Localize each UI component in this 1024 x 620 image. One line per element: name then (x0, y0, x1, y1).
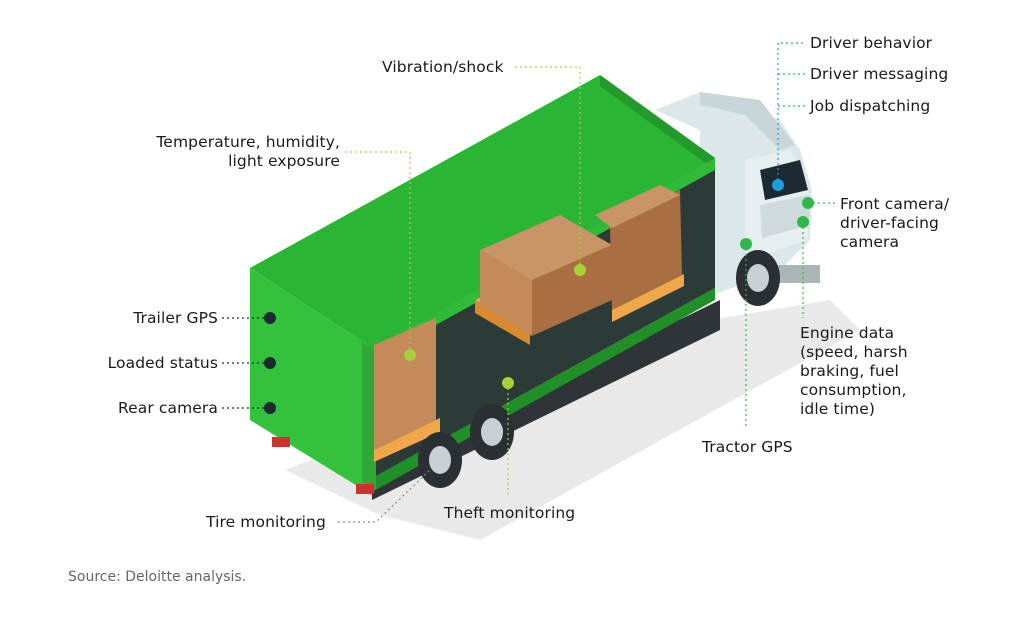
marker-tractor-gps (740, 238, 752, 250)
label-engine-line1: Engine data (800, 324, 895, 342)
rear-light-right (356, 484, 374, 494)
marker-front-camera (802, 197, 814, 209)
tractor-cab (655, 92, 820, 306)
marker-loaded-status (264, 357, 276, 369)
label-vibration-shock: Vibration/shock (382, 58, 504, 76)
cargo-boxes-middle (475, 215, 615, 345)
label-rear-camera: Rear camera (117, 399, 218, 417)
line-driver-behavior (777, 42, 806, 185)
source-note: Source: Deloitte analysis. (68, 569, 247, 585)
label-loaded-status: Loaded status (107, 354, 218, 372)
label-driver-messaging: Driver messaging (810, 65, 949, 83)
trailer-wheels (418, 404, 514, 488)
label-temperature-line2: light exposure (228, 152, 340, 170)
rear-light-left (272, 437, 290, 447)
marker-trailer-gps (264, 312, 276, 324)
label-temperature: Temperature, humidity, light exposure (130, 133, 340, 171)
label-temperature-line1: Temperature, humidity, (156, 133, 340, 151)
label-engine-data: Engine data (speed, harsh braking, fuel … (800, 324, 908, 419)
trailer-roof (250, 75, 715, 348)
line-vibration (515, 66, 581, 270)
label-job-dispatching: Job dispatching (810, 97, 931, 115)
marker-vibration (574, 264, 586, 276)
label-front-camera-line3: camera (840, 233, 900, 251)
label-engine-line2: (speed, harsh (800, 343, 908, 361)
cargo-boxes-rear (374, 318, 440, 462)
label-front-camera-line2: driver-facing (840, 214, 939, 232)
line-temperature (345, 151, 411, 355)
label-engine-line5: idle time) (800, 400, 875, 418)
label-driver-behavior: Driver behavior (810, 34, 933, 52)
marker-temperature (404, 349, 416, 361)
marker-engine (797, 216, 809, 228)
label-engine-line3: braking, fuel (800, 362, 899, 380)
marker-theft (502, 377, 514, 389)
marker-driver (772, 179, 784, 191)
cargo-boxes-front (595, 185, 684, 322)
label-front-camera-line1: Front camera/ (840, 195, 950, 213)
label-tire-monitoring: Tire monitoring (206, 513, 326, 531)
label-tractor-gps: Tractor GPS (702, 438, 793, 456)
label-engine-line4: consumption, (800, 381, 907, 399)
label-front-camera: Front camera/ driver-facing camera (840, 195, 949, 252)
marker-rear-camera (264, 402, 276, 414)
label-theft-monitoring: Theft monitoring (444, 504, 576, 522)
label-trailer-gps: Trailer GPS (133, 309, 218, 327)
